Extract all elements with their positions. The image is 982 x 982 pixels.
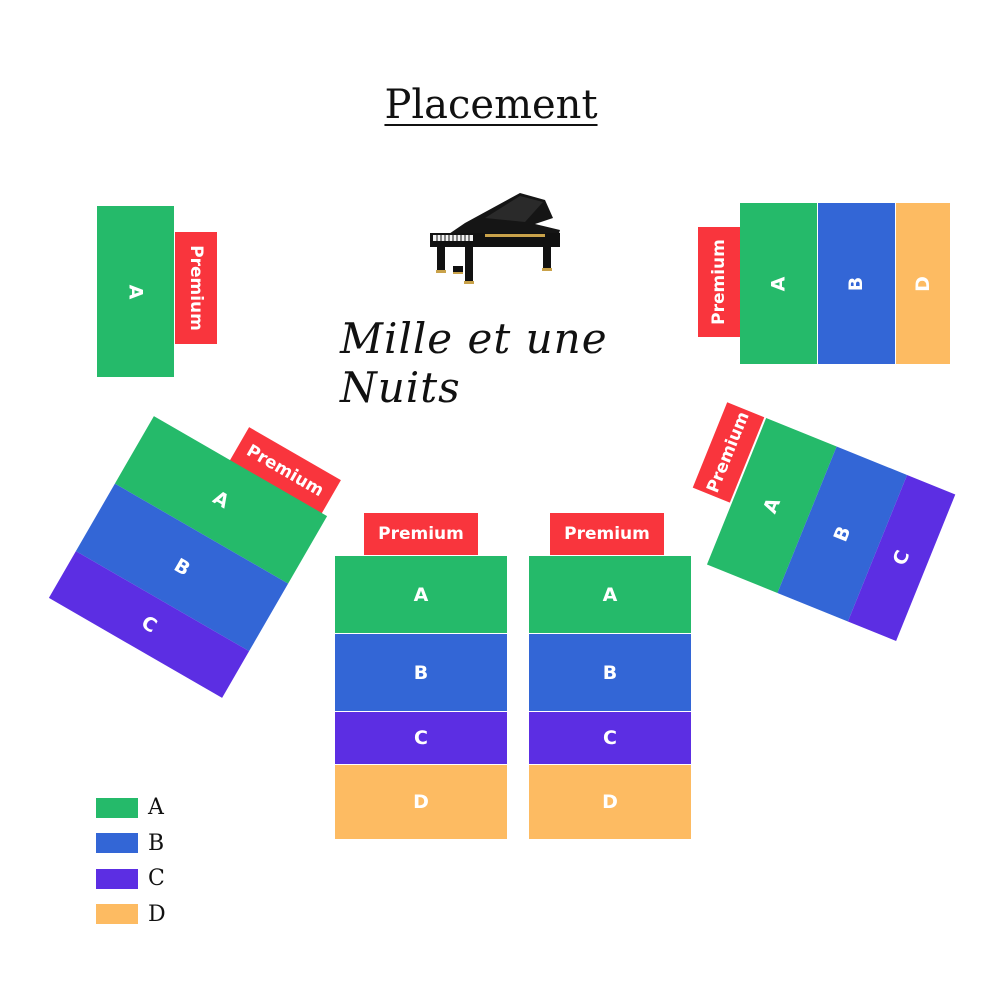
legend-item: D bbox=[96, 897, 166, 933]
premium-label: Premium bbox=[709, 239, 730, 325]
legend-label: A bbox=[148, 795, 164, 821]
section-label: B bbox=[845, 276, 868, 291]
section-center-left-c[interactable]: C bbox=[335, 712, 507, 764]
page-title-text: Placement bbox=[384, 82, 598, 128]
section-label: A bbox=[758, 494, 785, 517]
legend-swatch-b bbox=[96, 833, 138, 854]
section-label: C bbox=[414, 727, 428, 749]
section-label: B bbox=[413, 661, 429, 684]
premium-label: Premium bbox=[564, 524, 650, 544]
legend-label: B bbox=[148, 830, 165, 856]
section-label: A bbox=[413, 583, 429, 606]
legend-swatch-a bbox=[96, 797, 138, 818]
section-label: A bbox=[124, 284, 147, 299]
section-label: C bbox=[603, 727, 617, 749]
premium-top-left[interactable]: Premium bbox=[175, 232, 217, 344]
legend-swatch-d bbox=[96, 904, 138, 925]
section-center-right-c[interactable]: C bbox=[529, 712, 691, 764]
section-top-right-d[interactable]: D bbox=[896, 203, 950, 364]
section-label: D bbox=[912, 275, 934, 292]
legend: A B C D bbox=[96, 790, 166, 932]
section-label: D bbox=[413, 791, 429, 813]
premium-top-right[interactable]: Premium bbox=[698, 227, 740, 337]
section-center-right-d[interactable]: D bbox=[529, 765, 691, 839]
premium-center-right[interactable]: Premium bbox=[550, 513, 664, 555]
premium-label: Premium bbox=[186, 245, 207, 331]
section-label: D bbox=[602, 791, 618, 813]
section-label: B bbox=[602, 661, 618, 684]
section-label: A bbox=[209, 486, 233, 514]
section-label: C bbox=[888, 547, 915, 569]
section-center-right-a[interactable]: A bbox=[529, 556, 691, 633]
section-right: Premium A B C bbox=[692, 402, 956, 641]
section-label: A bbox=[767, 276, 790, 291]
section-label: C bbox=[137, 611, 161, 638]
section-top-right-b[interactable]: B bbox=[818, 203, 895, 364]
section-center-left-b[interactable]: B bbox=[335, 634, 507, 711]
section-top-right-a[interactable]: A bbox=[740, 203, 817, 364]
section-label: B bbox=[829, 523, 856, 545]
legend-swatch-c bbox=[96, 868, 138, 889]
legend-label: C bbox=[148, 866, 165, 892]
legend-item: B bbox=[96, 826, 166, 862]
section-left: Premium A B C bbox=[48, 416, 341, 698]
premium-center-left[interactable]: Premium bbox=[364, 513, 478, 555]
section-center-right-b[interactable]: B bbox=[529, 634, 691, 711]
legend-item: C bbox=[96, 861, 166, 897]
section-center-left-d[interactable]: D bbox=[335, 765, 507, 839]
section-label: A bbox=[602, 583, 618, 606]
legend-label: D bbox=[148, 901, 166, 927]
section-label: B bbox=[170, 554, 194, 581]
section-top-left-a[interactable]: A bbox=[97, 206, 174, 377]
page-title: Placement bbox=[0, 82, 982, 128]
legend-item: A bbox=[96, 790, 166, 826]
grand-piano-icon bbox=[430, 193, 560, 284]
premium-label: Premium bbox=[378, 524, 464, 544]
venue-name: Mille et une Nuits bbox=[340, 314, 608, 412]
section-center-left-a[interactable]: A bbox=[335, 556, 507, 633]
